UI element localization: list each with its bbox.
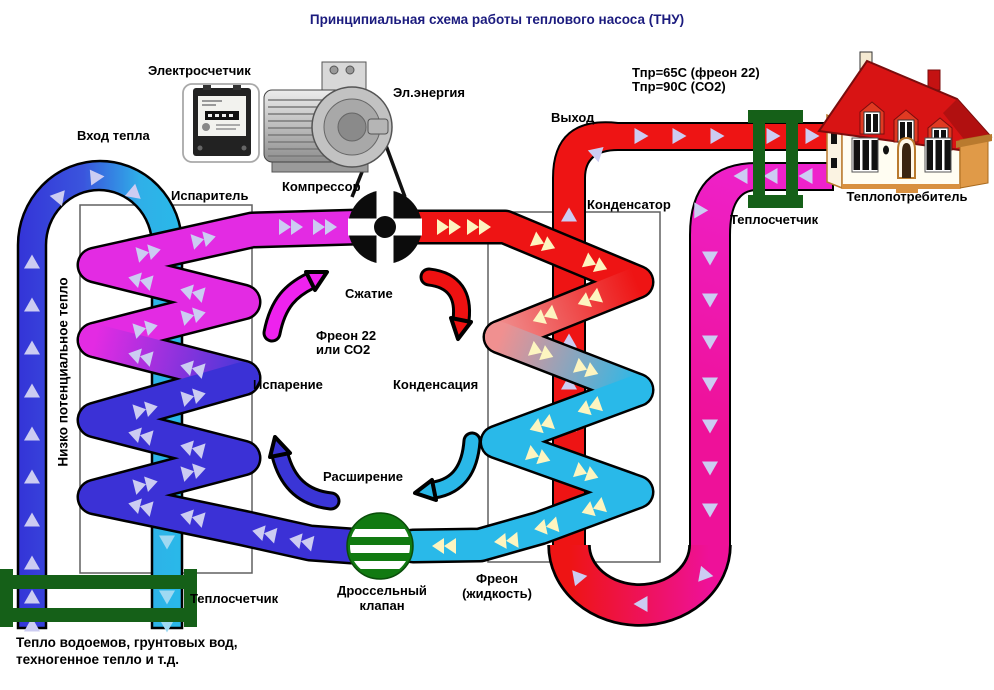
- compressor-motor: [263, 61, 393, 173]
- freon-line2: (жидкость): [462, 586, 532, 601]
- heat-source-label: Тепло водоемов, грунтовых вод, техногенн…: [16, 634, 237, 668]
- evaporation-label: Испарение: [253, 377, 323, 392]
- electric-meter: [182, 83, 260, 163]
- source-line2: техногенное тепло и т.д.: [16, 652, 180, 667]
- refrigerant-line1: Фреон 22: [316, 328, 377, 343]
- compression-arrowhead: [304, 270, 329, 292]
- electric-meter-label: Электросчетчик: [148, 63, 251, 78]
- throttle-line2: клапан: [359, 598, 405, 613]
- condensation-label: Конденсация: [393, 377, 479, 392]
- house: [817, 51, 993, 193]
- evaporator-label: Испаритель: [171, 188, 249, 203]
- heat-meter-left-label: Теплосчетчик: [190, 591, 279, 606]
- evaporation-arrowhead: [268, 435, 292, 459]
- refrigerant-label: Фреон 22 или СО2: [316, 329, 376, 357]
- evaporator-coil: [76, 208, 377, 565]
- temp-freon-label: Тпр=65С (фреон 22): [632, 65, 760, 80]
- compressor-label: Компрессор: [282, 179, 361, 194]
- low-potential-heat-label: Низко потенциальное тепло: [55, 277, 71, 467]
- heat-consumer-label: Теплопотребитель: [846, 189, 968, 204]
- expansion-arrowhead: [413, 478, 438, 502]
- output-label: Выход: [551, 110, 595, 125]
- condenser-label: Конденсатор: [587, 197, 671, 212]
- freon-line1: Фреон: [475, 571, 519, 586]
- refrigerant-line2: или СО2: [316, 342, 371, 357]
- heat-input-label: Вход тепла: [77, 128, 150, 143]
- throttle-valve-label: Дроссельный клапан: [318, 583, 446, 613]
- heat-meter-left: [0, 569, 197, 627]
- compressor-valve: [348, 190, 422, 264]
- condenser-coil: [395, 209, 655, 564]
- heat-meter-right-label: Теплосчетчик: [730, 212, 819, 227]
- freon-liquid-label: Фреон (жидкость): [437, 571, 557, 601]
- heat-meter-right: [748, 110, 803, 208]
- temp-co2-label: Тпр=90С (СО2): [632, 79, 726, 94]
- condensation-arrowhead: [449, 316, 473, 341]
- source-line1: Тепло водоемов, грунтовых вод,: [16, 635, 238, 650]
- electric-energy-label: Эл.энергия: [393, 85, 465, 100]
- throttle-valve: [346, 512, 414, 580]
- page-title: Принципиальная схема работы теплового на…: [309, 12, 685, 27]
- expansion-label: Расширение: [323, 469, 404, 484]
- compression-label: Сжатие: [345, 286, 393, 301]
- return-pipe: [689, 162, 834, 553]
- cycle-arrows: [262, 267, 482, 511]
- throttle-line1: Дроссельный: [337, 583, 427, 598]
